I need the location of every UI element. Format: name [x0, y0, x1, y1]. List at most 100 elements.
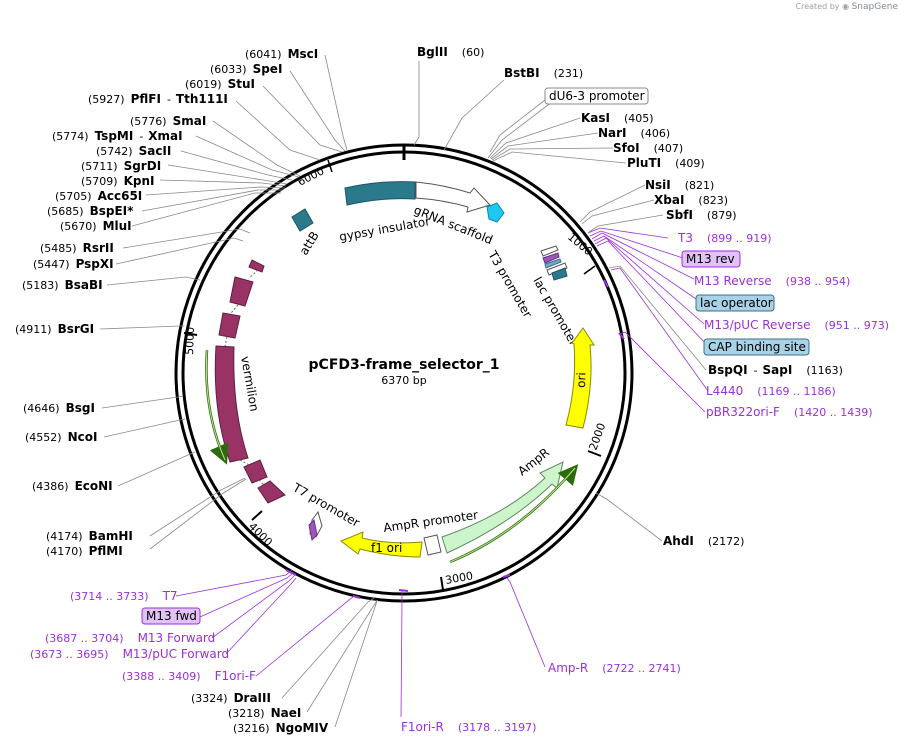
ampr-orf-highlight: [449, 467, 576, 563]
site-stuI[interactable]: (6019)StuI: [185, 77, 255, 91]
vermilion-exon-5: [243, 459, 268, 484]
primer-l4440[interactable]: L4440(1169 .. 1186): [706, 384, 836, 398]
site-bsrGI[interactable]: (4911)BsrGI: [15, 322, 94, 336]
site-sgrDI[interactable]: (5711)SgrDI: [81, 159, 161, 173]
site-naeI[interactable]: (3218)NaeI: [228, 706, 301, 720]
tick-3000: [440, 576, 444, 591]
feature-ampr-promoter[interactable]: [423, 534, 442, 556]
tick-4000: [251, 510, 263, 521]
site-pflMI[interactable]: (4170)PflMI: [46, 544, 123, 558]
tick-6000: [327, 159, 333, 173]
site-ahdI[interactable]: AhdI(2172): [663, 534, 744, 548]
site-rsrII[interactable]: (5485)RsrII: [40, 241, 114, 255]
feature-m13-rev-primer-bar: [542, 252, 560, 264]
site-sfoI[interactable]: SfoI(407): [613, 141, 683, 155]
tick-2000: [587, 450, 602, 457]
site-pflfI-tth111I[interactable]: (5927)PflFI-Tth111I: [88, 92, 228, 106]
site-bspEI[interactable]: (5685)BspEI*: [47, 204, 134, 218]
feature-grna-scaffold[interactable]: [415, 181, 491, 213]
primer-marks: [285, 279, 625, 599]
primer-m13-rev[interactable]: M13 rev: [686, 252, 735, 266]
site-kpnI[interactable]: (5709)KpnI: [81, 174, 154, 188]
feature-t7-primer-bar: [308, 518, 318, 542]
du6-3-promoter-box: [544, 87, 649, 105]
site-bsaBI[interactable]: (5183)BsaBI: [22, 278, 103, 292]
primer-m13-puc-forward[interactable]: (3673 .. 3695)M13/pUC Forward: [30, 647, 229, 661]
feature-f1-ori[interactable]: [340, 531, 423, 558]
primer-f1ori-r[interactable]: F1ori-R(3178 .. 3197): [401, 720, 536, 734]
feature-vermilion[interactable]: [214, 259, 286, 504]
site-kasI[interactable]: KasI(405): [581, 111, 654, 125]
feature-cap-binding-site[interactable]: [551, 267, 568, 281]
site-sbfI[interactable]: SbfI(879): [666, 208, 737, 222]
site-xbaI[interactable]: XbaI(823): [654, 193, 728, 207]
feature-ampr[interactable]: [441, 461, 564, 554]
site-nsiI[interactable]: NsiI(821): [645, 178, 714, 192]
feature-lac-operator[interactable]: [544, 258, 562, 269]
vermilion-exon-1: [248, 259, 265, 273]
feature-ori[interactable]: [565, 327, 595, 429]
site-pspXI[interactable]: (5447)PspXI: [33, 257, 114, 271]
site-leader-lines-right: [413, 61, 707, 542]
tick-label-4000: 4000: [246, 520, 275, 549]
primer-pbr322ori-f[interactable]: pBR322ori-F(1420 .. 1439): [706, 405, 873, 419]
tick-label-5000: 5000: [183, 327, 197, 355]
primer-m13-reverse[interactable]: M13 Reverse(938 .. 954): [694, 274, 850, 288]
site-bsgI[interactable]: (4646)BsgI: [23, 401, 95, 415]
primer-m13-puc-reverse[interactable]: M13/pUC Reverse(951 .. 973): [704, 318, 889, 332]
vermilion-exon-4: [214, 345, 249, 463]
site-mscI[interactable]: (6041)MscI: [245, 47, 318, 61]
primer-amp-r[interactable]: Amp-R(2722 .. 2741): [548, 661, 681, 675]
credit-brand: SnapGene: [851, 2, 898, 12]
site-ngoMIV[interactable]: (3216)NgoMIV: [233, 721, 329, 735]
site-smaI[interactable]: (5776)SmaI: [130, 114, 206, 128]
site-bspQI-sapI[interactable]: BspQI-SapI(1163): [708, 363, 843, 377]
primer-m13-fwd[interactable]: M13 fwd: [146, 609, 197, 623]
primer-m13-fwd-box: [141, 607, 201, 625]
feature-lac-promoter[interactable]: [546, 262, 568, 276]
plasmid-length: 6370 bp: [381, 374, 426, 387]
snapgene-logo-icon: ◉: [842, 2, 850, 11]
site-acc65I[interactable]: (5705)Acc65I: [55, 189, 142, 203]
feature-t3-promoter[interactable]: [540, 245, 559, 257]
site-bstBI[interactable]: BstBI(231): [504, 66, 583, 80]
cap-binding-site-box: [703, 338, 810, 356]
site-ecoNI[interactable]: (4386)EcoNI: [32, 479, 113, 493]
primer-labels: T3(899 .. 919) M13 rev M13 Reverse(938 .…: [30, 231, 889, 734]
feature-gypsy-insulator[interactable]: [344, 181, 416, 206]
label-t3-promoter: T3 promoter: [485, 248, 535, 320]
label-du6-3-promoter[interactable]: dU6-3 promoter: [549, 89, 645, 103]
site-sacII[interactable]: (5742)SacII: [96, 144, 171, 158]
site-pluTI[interactable]: PluTI(409): [627, 156, 705, 170]
label-f1-ori: f1 ori: [371, 541, 402, 555]
primer-lac-operator-box: [695, 294, 775, 312]
label-lac-operator[interactable]: lac operator: [700, 296, 773, 310]
vermilion-exon-3: [218, 312, 241, 339]
site-labels-right: BglII(60) BstBI(231) KasI(405) NarI(406)…: [417, 45, 843, 548]
label-cap-binding-site[interactable]: CAP binding site: [708, 340, 806, 354]
vermilion-orf-highlight: [205, 349, 226, 461]
primer-t3[interactable]: T3(899 .. 919): [677, 231, 772, 245]
primer-t7[interactable]: (3714 .. 3733)T7: [70, 589, 178, 603]
label-t7-promoter: T7 promoter: [290, 480, 362, 530]
site-narI[interactable]: NarI(406): [598, 126, 670, 140]
site-bglII[interactable]: BglII(60): [417, 45, 484, 59]
scale-ticks: [183, 159, 602, 591]
site-tspMI-xmaI[interactable]: (5774)TspMI-XmaI: [52, 129, 183, 143]
tick-label-6000: 6000: [295, 164, 326, 188]
credit-line: Created by ◉ SnapGene: [796, 2, 899, 12]
primer-f1ori-f[interactable]: (3388 .. 3409)F1ori-F: [122, 669, 256, 683]
site-mluI[interactable]: (5670)MluI: [60, 219, 132, 233]
du6-3-leader: [489, 99, 546, 153]
site-speI[interactable]: (6033)SpeI: [210, 62, 282, 76]
site-leader-lines-left: [99, 54, 379, 728]
vermilion-exon-6: [257, 480, 286, 504]
primer-m13-forward[interactable]: (3687 .. 3704)M13 Forward: [45, 631, 215, 645]
label-attb: attB: [297, 229, 322, 258]
site-ncoI[interactable]: (4552)NcoI: [25, 430, 97, 444]
feature-attb[interactable]: [291, 208, 314, 232]
site-bamHI[interactable]: (4174)BamHI: [46, 529, 133, 543]
feature-du6-3-promoter[interactable]: [486, 202, 505, 223]
site-draIII[interactable]: (3324)DraIII: [191, 691, 271, 705]
